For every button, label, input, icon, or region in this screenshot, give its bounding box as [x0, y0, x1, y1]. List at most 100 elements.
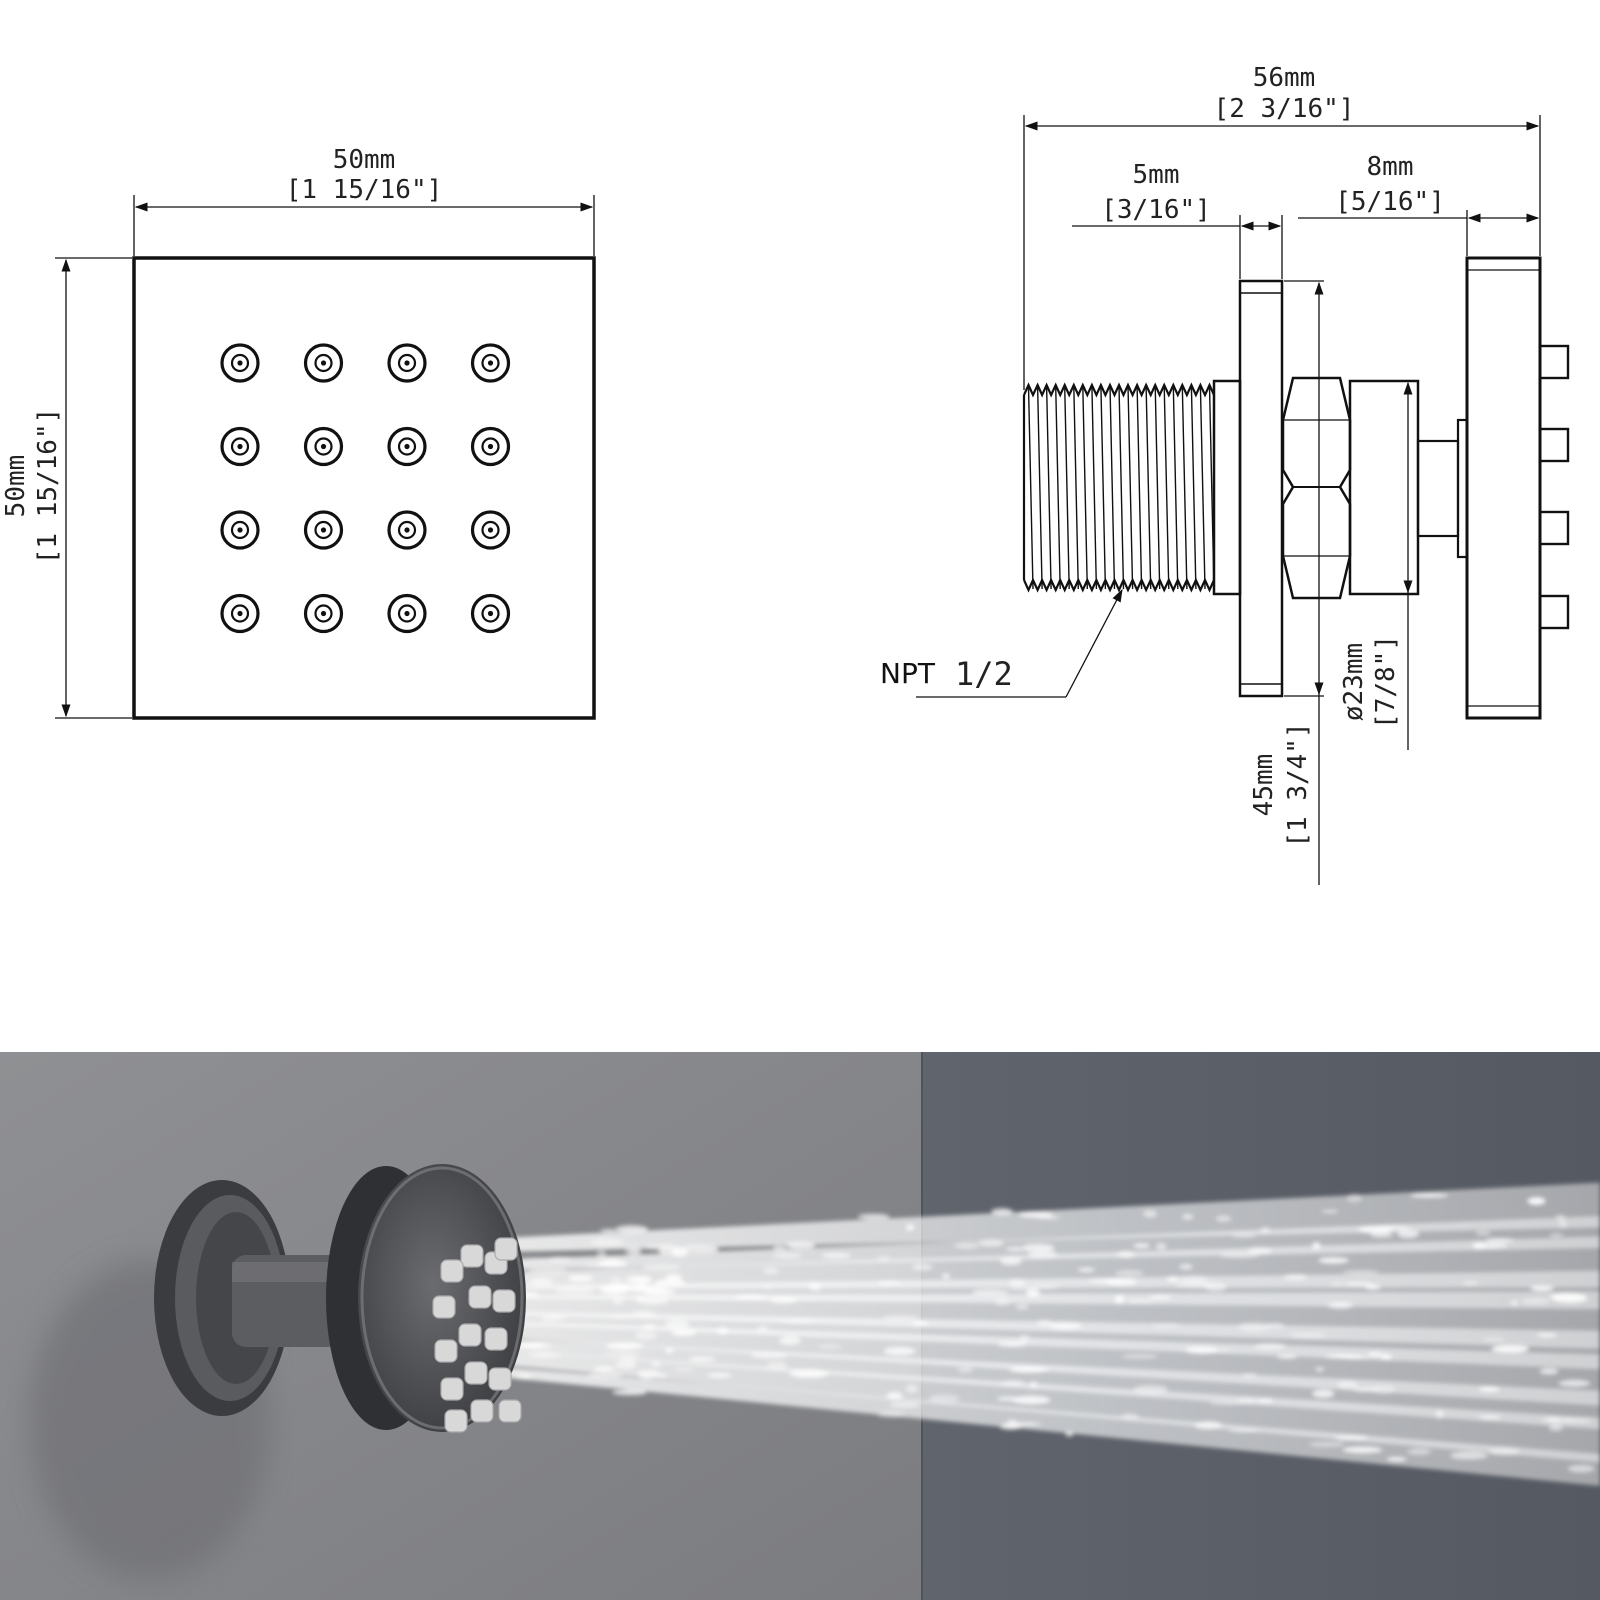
water-droplet — [1149, 1294, 1172, 1301]
front-view-plate — [132, 256, 596, 720]
water-droplet — [596, 1250, 607, 1259]
water-droplet — [1521, 1297, 1551, 1305]
water-droplet — [1021, 1243, 1055, 1253]
water-droplet — [1026, 1289, 1041, 1297]
product-photo — [0, 1052, 1600, 1600]
water-droplet — [1552, 1294, 1588, 1304]
thread-crest — [1036, 385, 1043, 590]
body-diameter-mm: ø23mm — [1339, 643, 1369, 721]
thread-crest — [1163, 385, 1170, 590]
water-droplet — [1449, 1451, 1488, 1460]
water-droplet — [1256, 1398, 1274, 1404]
nozzle — [470, 343, 511, 383]
front-height-inch: [1 15/16"] — [33, 408, 63, 565]
water-droplet — [1219, 1252, 1259, 1259]
water-droplet — [1549, 1233, 1564, 1237]
water-droplet — [1012, 1395, 1051, 1405]
water-droplet — [642, 1323, 657, 1330]
thread-crest — [1100, 385, 1107, 590]
water-droplet — [941, 1274, 951, 1279]
water-droplet — [789, 1369, 829, 1378]
water-droplet — [889, 1402, 920, 1408]
head-thickness-dimension: 8mm [5/16"] — [1298, 152, 1540, 256]
water-droplet — [1018, 1211, 1054, 1218]
photo-nozzle — [488, 1367, 512, 1391]
water-droplet — [1127, 1298, 1154, 1304]
collar — [1212, 379, 1242, 596]
water-droplet — [1228, 1429, 1261, 1433]
water-droplet — [1143, 1209, 1157, 1218]
photo-nozzles — [432, 1237, 522, 1433]
water-droplet — [905, 1224, 915, 1231]
water-droplet — [642, 1263, 681, 1271]
water-droplet — [760, 1284, 773, 1289]
photo-nozzle — [432, 1295, 456, 1319]
water-droplet — [516, 1374, 532, 1380]
water-droplet — [994, 1298, 1011, 1306]
photo-nozzle — [492, 1289, 516, 1313]
water-droplet — [612, 1389, 647, 1396]
water-droplet — [1478, 1386, 1500, 1392]
nozzle — [470, 426, 511, 467]
water-droplet — [615, 1360, 637, 1369]
water-droplet — [609, 1277, 622, 1282]
thread-crest — [1091, 385, 1098, 590]
body-jet-fixture — [154, 1164, 526, 1433]
front-width-dimension: 50mm [1 15/16"] — [133, 145, 595, 256]
water-droplet — [584, 1263, 609, 1267]
water-droplet — [688, 1356, 716, 1362]
water-droplet — [1343, 1281, 1373, 1288]
water-droplet — [1318, 1257, 1349, 1264]
water-droplet — [707, 1373, 732, 1378]
water-droplet — [1209, 1401, 1244, 1406]
water-droplet — [766, 1361, 788, 1370]
water-droplet — [1283, 1274, 1308, 1280]
water-droplet — [717, 1327, 729, 1335]
photo-nozzle — [434, 1339, 458, 1363]
front-height-dimension: 50mm [1 15/16"] — [1, 257, 132, 719]
spray-head — [1465, 256, 1542, 720]
water-droplet — [978, 1239, 1004, 1247]
water-droplet — [1540, 1418, 1575, 1423]
water-droplet — [1238, 1322, 1272, 1332]
water-droplet — [1337, 1380, 1358, 1389]
thread-crest — [1145, 385, 1152, 590]
water-droplet — [1179, 1275, 1209, 1283]
water-droplet — [912, 1263, 933, 1271]
water-droplet — [593, 1366, 615, 1372]
photo-nozzle — [460, 1244, 484, 1268]
water-droplet — [997, 1341, 1028, 1347]
head-thickness-mm: 8mm — [1367, 152, 1414, 182]
water-droplet — [547, 1256, 573, 1262]
water-droplet — [883, 1346, 916, 1356]
water-droplet — [734, 1294, 766, 1300]
water-droplet — [1530, 1285, 1554, 1292]
water-droplet — [1237, 1398, 1257, 1405]
water-droplet — [618, 1356, 638, 1361]
water-droplet — [857, 1213, 890, 1220]
water-droplet — [772, 1252, 802, 1259]
thread-crest — [1118, 385, 1125, 590]
water-droplet — [606, 1342, 644, 1350]
water-droplet — [883, 1315, 920, 1320]
water-droplet — [1121, 1413, 1139, 1420]
nozzle — [220, 343, 260, 383]
side-nozzle — [1538, 344, 1570, 380]
water-droplet — [1006, 1419, 1018, 1423]
water-droplet — [877, 1280, 902, 1285]
water-droplet — [1266, 1323, 1285, 1328]
water-droplet — [522, 1341, 554, 1349]
water-droplet — [1536, 1333, 1557, 1338]
water-droplet — [1367, 1351, 1384, 1358]
water-droplet — [1527, 1197, 1546, 1206]
water-droplet — [590, 1238, 625, 1247]
side-view: 56mm [2 3/16"] 5mm [3/16"] 8mm [5/16"] ø… — [880, 63, 1570, 885]
thread-crest — [1045, 385, 1052, 590]
water-droplet — [818, 1344, 842, 1349]
photo-nozzle — [498, 1399, 522, 1423]
side-nozzle — [1538, 510, 1570, 546]
water-droplet — [665, 1273, 682, 1282]
water-droplet — [1539, 1368, 1559, 1375]
water-droplet — [785, 1241, 816, 1249]
nozzle-grid — [220, 343, 511, 634]
